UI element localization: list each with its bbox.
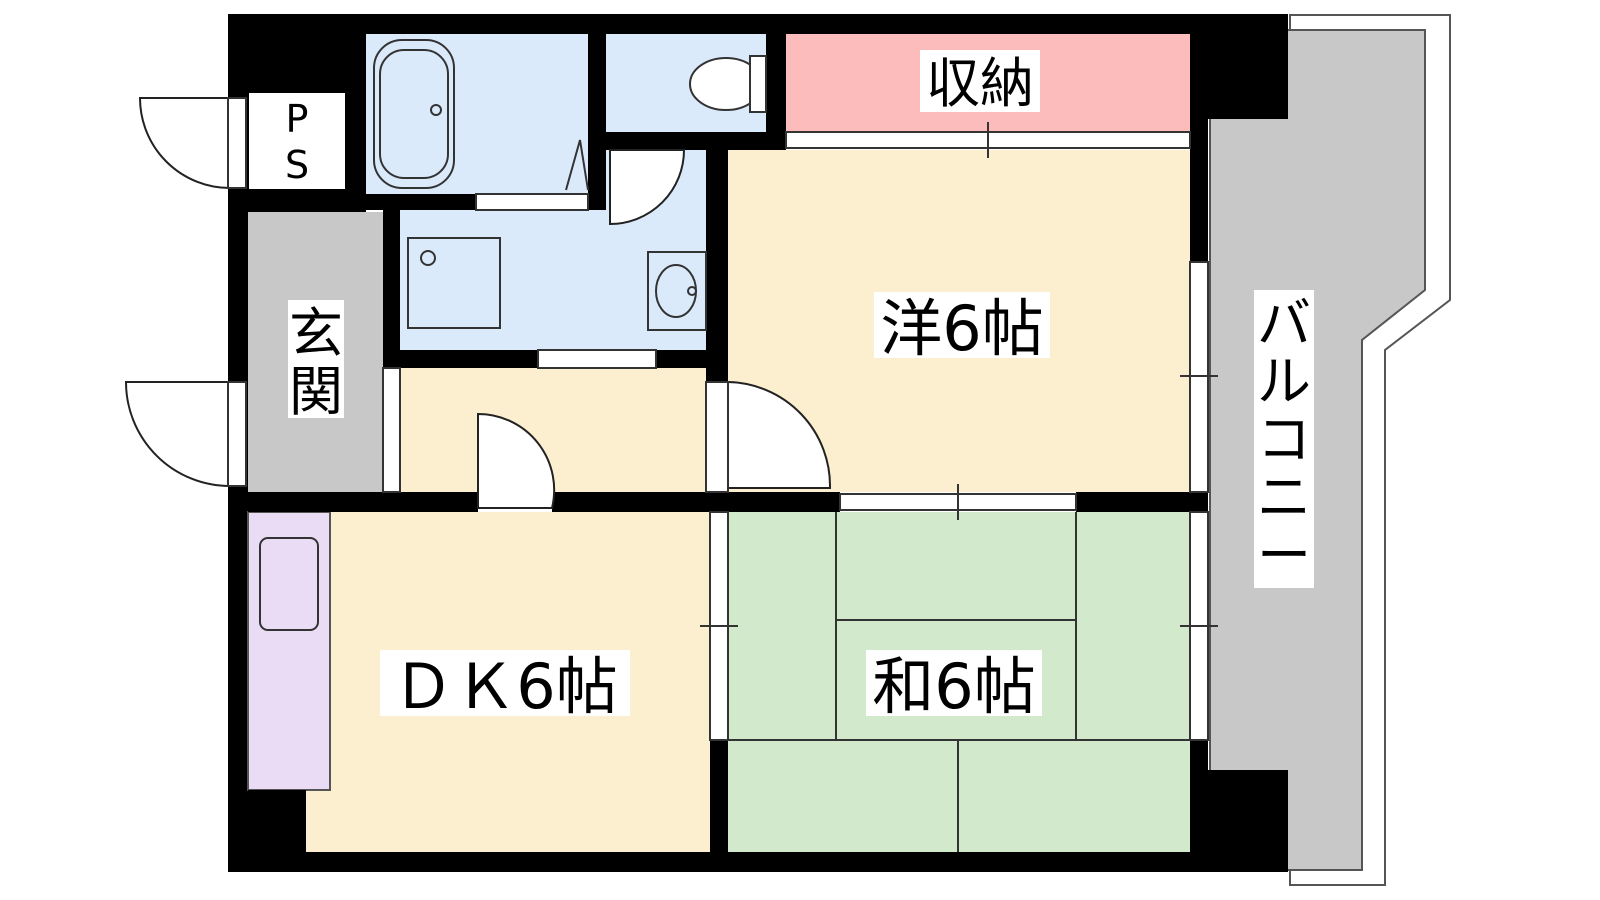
entrance-label-2: 関 bbox=[289, 360, 343, 423]
balcony-label-2: ル bbox=[1257, 350, 1311, 413]
kitchen-counter bbox=[247, 511, 331, 791]
door-western[interactable] bbox=[727, 380, 832, 489]
door-entrance[interactable] bbox=[124, 381, 231, 488]
wall-bath-right bbox=[588, 34, 606, 210]
balcony-label-3: コ bbox=[1257, 408, 1311, 471]
bathtub-inner-icon bbox=[379, 49, 449, 179]
toilet-icon bbox=[689, 55, 767, 113]
outer-wall-bottom bbox=[228, 852, 1288, 872]
bathtub-drain-icon bbox=[430, 104, 442, 116]
outer-wall-right-bottom bbox=[1190, 770, 1288, 872]
dk-corner-wall bbox=[248, 790, 306, 852]
entrance-step bbox=[382, 367, 401, 493]
wall-ps-top bbox=[228, 34, 366, 92]
balcony-label-5: ー bbox=[1257, 524, 1311, 587]
ps-label-1: P bbox=[286, 97, 309, 141]
door-dk[interactable] bbox=[477, 412, 556, 509]
wall-ps-bottom bbox=[228, 190, 366, 212]
wall-dk-japanese bbox=[710, 740, 728, 852]
washroom-opening bbox=[537, 349, 657, 369]
door-ps-frame bbox=[227, 97, 247, 189]
washbasin-icon bbox=[647, 251, 707, 331]
washing-machine-icon bbox=[407, 237, 501, 329]
door-ps[interactable] bbox=[138, 97, 231, 190]
wall-washroom-bottom bbox=[383, 350, 538, 368]
japanese-room-label: 和6帖 bbox=[872, 650, 1035, 723]
kitchen-sink-icon bbox=[259, 537, 319, 631]
sliding-door-western-japanese bbox=[839, 484, 1077, 520]
door-entrance-frame bbox=[227, 381, 247, 487]
storage-label: 収納 bbox=[926, 52, 1034, 115]
ps-label-2: S bbox=[285, 143, 309, 187]
sliding-door-dk-japanese bbox=[700, 511, 738, 741]
wall-bath-bottom bbox=[346, 194, 476, 210]
wall-hall-west bbox=[706, 132, 728, 382]
outer-wall-top bbox=[228, 14, 1288, 34]
western-room-label: 洋6帖 bbox=[880, 292, 1043, 365]
wall-japanese-top-right bbox=[1076, 492, 1208, 512]
entrance-label-1: 玄 bbox=[289, 302, 343, 365]
wall-entrance-right bbox=[383, 194, 400, 368]
door-western-frame bbox=[705, 381, 729, 493]
bath-opening bbox=[475, 193, 589, 211]
balcony-label-4: ニ bbox=[1257, 466, 1311, 529]
wall-storage-left bbox=[766, 34, 786, 150]
sliding-door-storage bbox=[785, 122, 1191, 158]
wall-washroom-bottom-2 bbox=[656, 350, 710, 368]
bathtub-icon bbox=[373, 39, 455, 189]
wall-dk-top-2 bbox=[552, 492, 840, 512]
ps-space bbox=[247, 91, 347, 191]
wall-toilet-bottom bbox=[606, 132, 786, 150]
balcony-label-1: バ bbox=[1257, 292, 1311, 355]
hall-area bbox=[400, 368, 710, 492]
window-western bbox=[1180, 261, 1218, 493]
dk-room-label: ＤＫ6帖 bbox=[392, 650, 617, 723]
wall-dk-top bbox=[248, 492, 478, 512]
balcony-area bbox=[1209, 29, 1426, 871]
shower-mark-icon bbox=[565, 139, 589, 191]
window-japanese bbox=[1180, 511, 1218, 741]
door-toilet[interactable] bbox=[609, 149, 686, 226]
tatami-lines bbox=[728, 512, 1190, 852]
